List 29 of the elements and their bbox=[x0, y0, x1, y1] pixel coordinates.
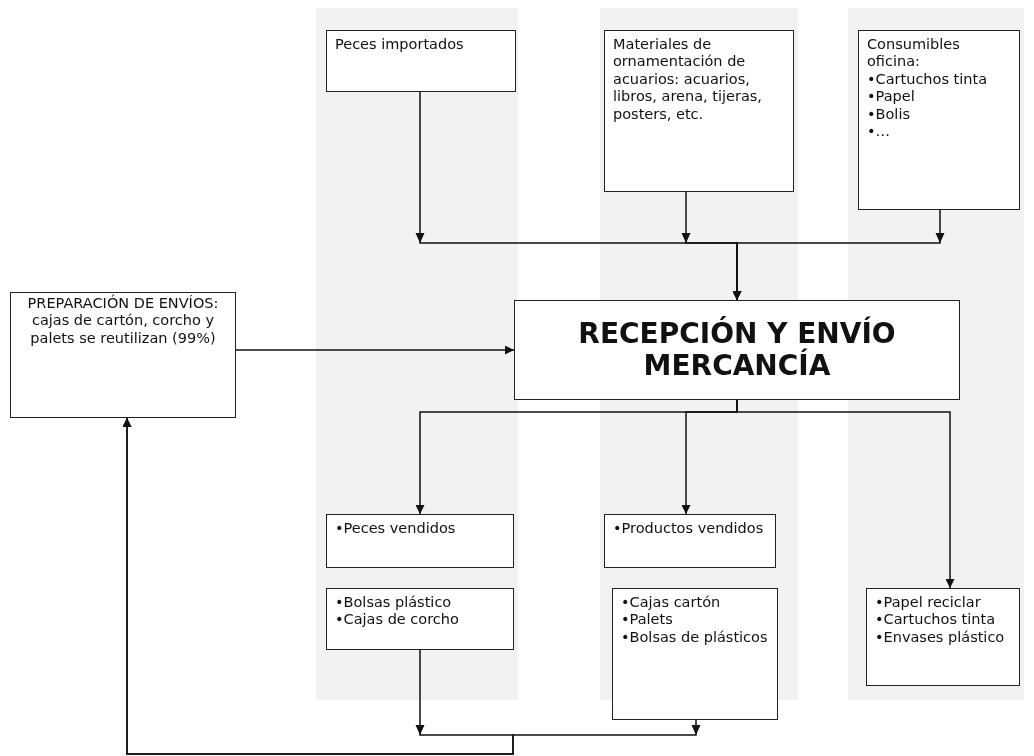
process-box bbox=[604, 30, 794, 192]
node-text: •Cartuchos tinta bbox=[867, 70, 989, 89]
process-box bbox=[326, 514, 514, 568]
node-text: •Cajas cartón bbox=[621, 594, 722, 612]
title-text: RECEPCIÓN Y ENVÍO MERCANCÍA bbox=[577, 317, 897, 383]
process-box bbox=[866, 588, 1020, 686]
node-text: Peces importados bbox=[335, 36, 465, 54]
node-text: •Peces vendidos bbox=[335, 520, 457, 538]
node-text: •Cajas de corcho bbox=[335, 611, 460, 629]
node-text: •Cartuchos tinta bbox=[875, 611, 997, 629]
process-box bbox=[10, 292, 236, 418]
node-text: Consumibles oficina: bbox=[867, 36, 961, 71]
node-text: •Palets bbox=[621, 611, 674, 629]
node-text: •Bolsas de plásticos bbox=[621, 628, 769, 647]
node-text: •Papel reciclar bbox=[875, 594, 982, 612]
node-text: •Papel bbox=[867, 88, 916, 106]
process-box bbox=[612, 588, 778, 720]
node-text: Materiales de ornamentación de acuarios: acuarios, libros, arena, tijeras, posters, etc. bbox=[613, 36, 763, 123]
node-text: •Envases plástico bbox=[875, 628, 1006, 647]
node-text: •… bbox=[867, 122, 892, 141]
process-box bbox=[514, 300, 960, 400]
process-box bbox=[326, 588, 514, 650]
process-box bbox=[326, 30, 516, 92]
node-text: •Productos vendidos bbox=[613, 520, 765, 538]
process-box bbox=[604, 514, 776, 568]
node-text: •Bolsas plástico bbox=[335, 594, 453, 612]
process-box bbox=[858, 30, 1020, 210]
node-text: PREPARACIÓN DE ENVÍOS: cajas de cartón, corcho y palets se reutilizan (99%) bbox=[26, 295, 220, 348]
node-text: •Bolis bbox=[867, 105, 911, 123]
